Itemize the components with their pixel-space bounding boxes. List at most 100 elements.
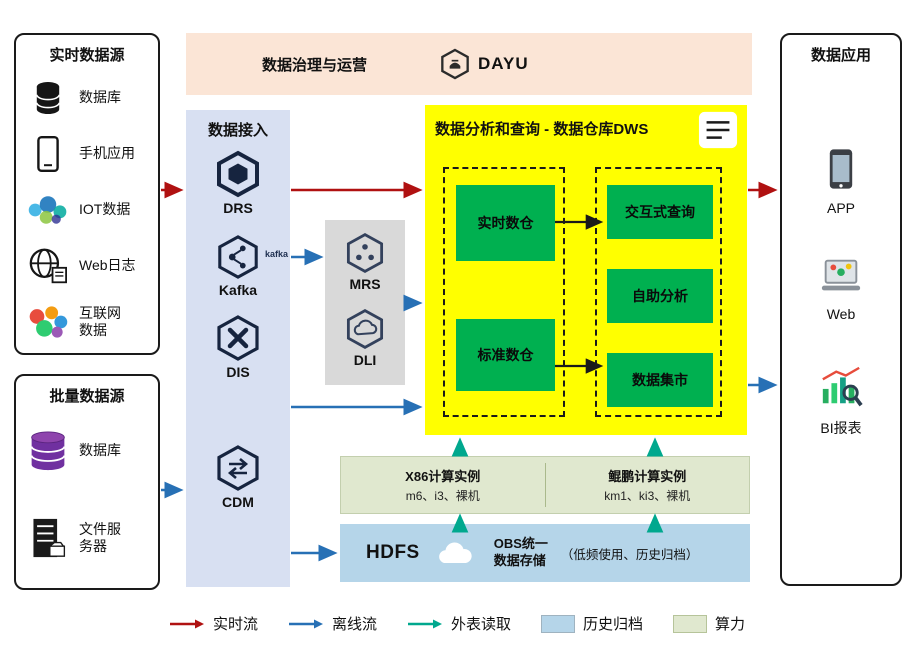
module-self-service-analysis: 自助分析: [607, 269, 713, 323]
database-icon: [24, 79, 72, 117]
obs-note: （低频使用、历史归档）: [560, 547, 699, 562]
module-standard-warehouse: 标准数仓: [456, 319, 555, 391]
bi-chart-icon: [818, 365, 864, 414]
source-label: 文件服务器: [79, 520, 121, 555]
legend-label: 实时流: [212, 616, 258, 633]
service-name: DIS: [226, 364, 250, 380]
legend-external-read: 外表读取: [407, 613, 511, 634]
x86-compute: X86计算实例 m6、i3、裸机: [341, 457, 545, 513]
service-name: Kafka: [218, 282, 258, 298]
app-item-app: APP: [782, 147, 900, 216]
dws-box: 数据分析和查询 - 数据仓库DWS 实时数仓 标准数仓 交互式查询 自助分析 数…: [425, 105, 747, 435]
globe-log-icon: [24, 247, 72, 285]
service-name: DRS: [223, 200, 253, 216]
legend-label: 离线流: [331, 616, 377, 633]
dws-document-icon: [697, 110, 739, 155]
red-arrow-icon: [169, 619, 204, 628]
service-cdm: CDM: [186, 444, 290, 510]
dayu-logo-text: DAYU: [478, 54, 529, 73]
app-label: Web: [826, 306, 856, 322]
hdfs-obs-box: HDFS OBS统一 数据存储 （低频使用、历史归档）: [340, 524, 750, 582]
app-phone-icon: [827, 147, 855, 196]
service-drs: DRS: [186, 150, 290, 216]
mrs-dli-box: MRS DLI: [325, 220, 405, 385]
mrs-hexagon-icon: [346, 233, 384, 273]
source-label: 数据库: [79, 89, 121, 106]
source-label: 数据库: [79, 442, 121, 459]
web-monitor-icon: [818, 257, 864, 302]
source-item-web-log: Web日志: [24, 241, 154, 291]
legend-label: 外表读取: [450, 616, 511, 633]
data-access-column: 数据接入 DRS kafka: [186, 110, 290, 587]
app-label: APP: [826, 200, 855, 216]
legend-label: 算力: [715, 616, 746, 633]
cdm-hexagon-icon: [217, 445, 259, 491]
source-item-iot: IOT数据: [24, 185, 154, 235]
obs-cloud-icon: [433, 535, 481, 572]
app-label: BI报表: [820, 420, 862, 436]
source-label: IOT数据: [79, 201, 131, 218]
database-stack-icon: [24, 428, 72, 474]
internet-cluster-icon: [24, 303, 72, 341]
dws-analysis-group: 交互式查询 自助分析 数据集市: [595, 167, 722, 417]
service-mrs: MRS: [325, 232, 405, 292]
applications-title: 数据应用: [810, 47, 871, 64]
service-kafka: kafka Kafka: [186, 234, 290, 298]
dayu-logo: DAYU: [439, 48, 529, 80]
obs-line2: 数据存储: [493, 553, 546, 568]
app-item-bi-report: BI报表: [782, 365, 900, 438]
app-item-web: Web: [782, 257, 900, 322]
realtime-sources-panel: 实时数据源 数据库 手机应用: [14, 33, 160, 355]
dis-hexagon-icon: [217, 315, 259, 361]
service-dis: DIS: [186, 314, 290, 380]
blue-arrow-icon: [288, 619, 323, 628]
kafka-brand-text: kafka: [264, 249, 288, 259]
module-interactive-query: 交互式查询: [607, 185, 713, 239]
kafka-hexagon-icon: [218, 235, 258, 279]
module-data-mart: 数据集市: [607, 353, 713, 407]
x86-compute-spec: m6、i3、裸机: [405, 489, 480, 503]
service-dli: DLI: [325, 308, 405, 368]
module-realtime-warehouse: 实时数仓: [456, 185, 555, 261]
hdfs-title: HDFS: [366, 542, 420, 563]
legend-label: 历史归档: [583, 616, 644, 633]
compute-instances-box: X86计算实例 m6、i3、裸机 鲲鹏计算实例 km1、ki3、裸机: [340, 456, 750, 514]
legend-history-archive: 历史归档: [541, 613, 643, 634]
source-item-mobile-app: 手机应用: [24, 129, 154, 179]
dws-title: 数据分析和查询 - 数据仓库DWS: [435, 121, 649, 138]
legend-compute-power: 算力: [673, 613, 745, 634]
service-name: DLI: [353, 352, 377, 368]
dws-warehouse-group: 实时数仓 标准数仓: [443, 167, 565, 417]
governance-title: 数据治理与运营: [262, 56, 368, 74]
archive-swatch: [541, 614, 575, 633]
legend-realtime-flow: 实时流: [169, 613, 258, 634]
source-item-internet-data: 互联网数据: [24, 293, 154, 351]
legend: 实时流 离线流 外表读取 历史归档 算力: [0, 613, 914, 634]
data-access-title: 数据接入: [207, 122, 268, 139]
compute-swatch: [673, 614, 708, 633]
file-server-icon: [24, 516, 72, 560]
governance-bar: 数据治理与运营 DAYU: [186, 33, 752, 95]
iot-wordcloud-icon: [24, 193, 72, 227]
realtime-sources-title: 实时数据源: [49, 47, 125, 64]
service-name: MRS: [349, 276, 381, 292]
kunpeng-compute-title: 鲲鹏计算实例: [608, 469, 687, 484]
source-label: 手机应用: [79, 145, 135, 162]
teal-arrow-icon: [407, 619, 442, 628]
service-name: CDM: [222, 494, 254, 510]
kunpeng-compute-spec: km1、ki3、裸机: [604, 489, 691, 503]
dayu-hexagon-icon: [441, 48, 469, 80]
source-item-batch-database: 数据库: [24, 420, 154, 482]
source-item-file-server: 文件服务器: [24, 504, 154, 572]
batch-sources-panel: 批量数据源 数据库: [14, 374, 160, 590]
source-item-database: 数据库: [24, 73, 154, 123]
kunpeng-compute: 鲲鹏计算实例 km1、ki3、裸机: [546, 457, 750, 513]
drs-hexagon-icon: [217, 150, 259, 198]
dli-hexagon-icon: [346, 309, 384, 349]
compute-divider: [544, 463, 546, 507]
legend-offline-flow: 离线流: [288, 613, 377, 634]
applications-panel: 数据应用 APP Web: [780, 33, 902, 586]
obs-line1: OBS统一: [493, 536, 548, 552]
x86-compute-title: X86计算实例: [405, 469, 481, 484]
